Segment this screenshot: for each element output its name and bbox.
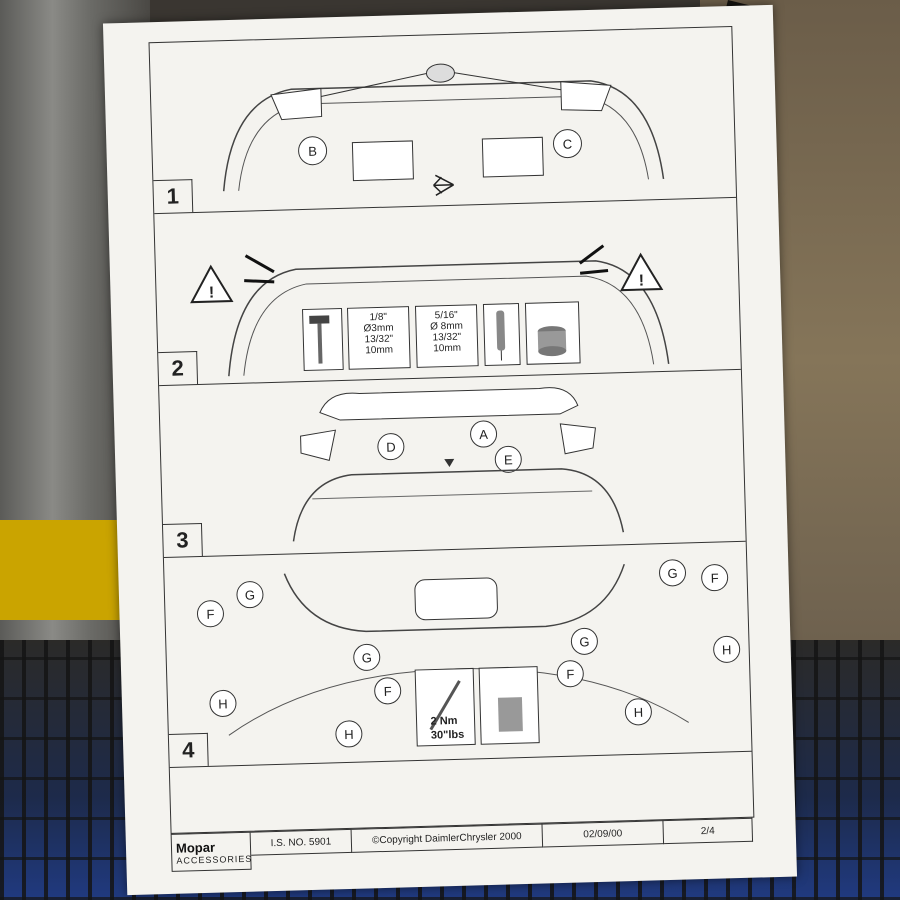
label-d: D — [386, 440, 396, 455]
label-h: H — [633, 705, 643, 720]
brand-sub: ACCESSORIES — [176, 853, 253, 866]
drill-depth-metric: 10mm — [433, 342, 462, 355]
svg-text:!: ! — [209, 285, 215, 302]
label-f: F — [384, 684, 392, 699]
copyright-cell: ©Copyright DaimlerChrysler 2000 — [351, 823, 544, 853]
label-f: F — [566, 667, 574, 682]
label-e: E — [504, 452, 513, 467]
deburr-tool-icon — [496, 310, 506, 361]
label-h: H — [344, 727, 354, 742]
panel-number: 2 — [158, 351, 199, 386]
panel-number: 1 — [153, 179, 194, 214]
isno-cell: I.S. NO. 5901 — [250, 828, 353, 856]
panel-4: F G H G F H G F H G F H 2 Nm 30"lbs 4 — [163, 540, 752, 768]
drill-bit-small: 1/8" Ø3mm 13/32" 10mm — [346, 306, 411, 370]
instruction-sheet: B C 1 ! ! 1/8" — [102, 4, 798, 896]
deburr-tool — [482, 303, 521, 366]
paint-can — [524, 301, 581, 365]
page-cell: 2/4 — [663, 817, 754, 845]
panel-2: ! ! 1/8" Ø3mm 13/32" 10mm 5/16" Ø 8mm 13 — [154, 196, 741, 387]
hammer-tool — [302, 307, 344, 372]
label-g: G — [667, 566, 678, 581]
label-a: A — [479, 427, 488, 442]
label-g: G — [245, 588, 256, 603]
paint-can-icon — [537, 326, 567, 357]
hammer-icon — [309, 315, 330, 364]
svg-text:!: ! — [638, 273, 644, 290]
panel-4-drawing: F G H G F H G F H G F H — [196, 559, 741, 748]
label-h: H — [218, 696, 228, 711]
panel-3: D A E 3 — [159, 368, 746, 559]
label-g: G — [362, 650, 373, 665]
torque-value: 2 Nm — [430, 714, 458, 728]
label-c: C — [563, 136, 573, 151]
panel-2-drawing: ! ! — [190, 244, 670, 377]
torque-imperial: 30"lbs — [430, 728, 465, 742]
label-b: B — [308, 144, 317, 159]
drill-depth-metric: 10mm — [365, 344, 394, 357]
panel-1: B C 1 — [149, 26, 737, 215]
label-g: G — [579, 634, 590, 649]
panel-number: 4 — [168, 732, 209, 767]
panel-number: 3 — [162, 522, 203, 558]
drill-bit-large: 5/16" Ø 8mm 13/32" 10mm — [414, 304, 479, 368]
instruction-frame: B C 1 ! ! 1/8" — [148, 25, 755, 834]
date-cell: 02/09/00 — [542, 820, 665, 848]
mopar-logo: Mopar ACCESSORIES — [170, 831, 253, 872]
panel-1-drawing: B C — [222, 63, 665, 196]
label-h: H — [722, 642, 732, 657]
label-f: F — [710, 571, 718, 586]
background-yellow-part — [0, 520, 120, 620]
panel-3-drawing: D A E — [292, 387, 625, 542]
label-f: F — [206, 607, 214, 622]
